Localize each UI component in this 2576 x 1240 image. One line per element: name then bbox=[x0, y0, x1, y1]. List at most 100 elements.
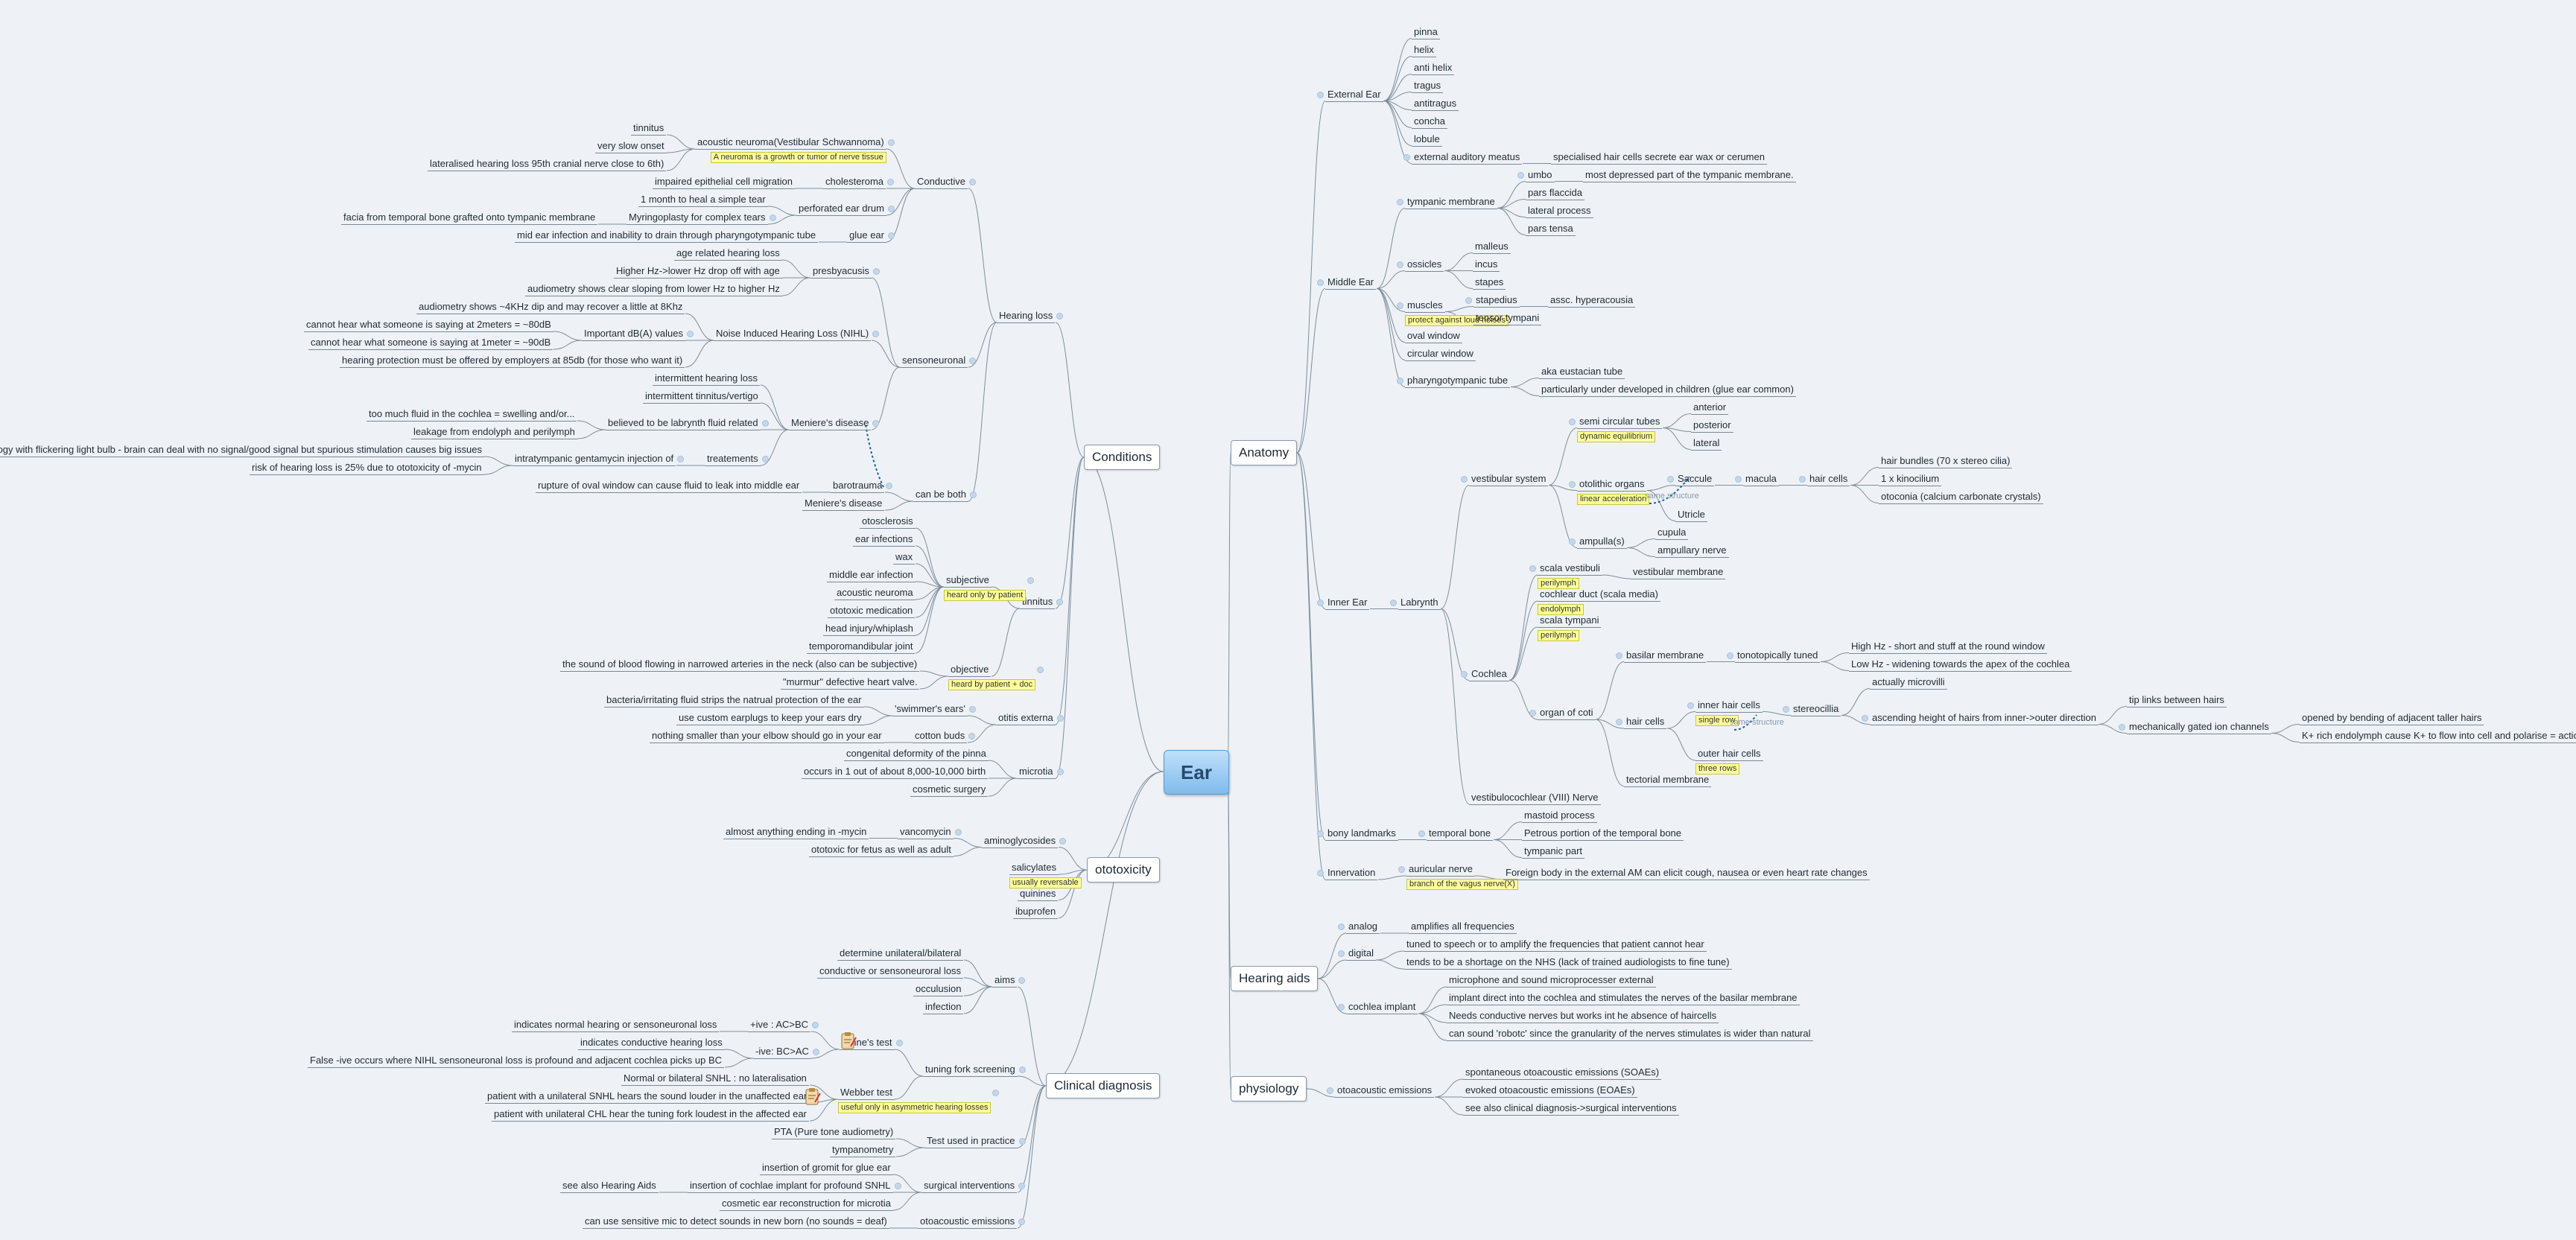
collapse-toggle-icon[interactable] bbox=[1517, 171, 1524, 179]
topic-aims[interactable]: aims bbox=[992, 973, 1026, 988]
collapse-toggle-icon[interactable] bbox=[1783, 705, 1789, 713]
topic-the-sound-of-blood-flowing-in-narrowed-a[interactable]: the sound of blood flowing in narrowed a… bbox=[560, 658, 920, 672]
collapse-toggle-icon[interactable] bbox=[1397, 261, 1403, 268]
main-topic-ototoxicity[interactable]: ototoxicity bbox=[1087, 857, 1160, 883]
topic-malleus[interactable]: malleus bbox=[1473, 240, 1511, 254]
topic-analog[interactable]: analog bbox=[1338, 920, 1380, 934]
topic-wax[interactable]: wax bbox=[893, 550, 916, 565]
topic-audiometry-shows-4khz-dip-and-may-recove[interactable]: audiometry shows ~4KHz dip and may recov… bbox=[416, 300, 685, 314]
topic-circular-window[interactable]: circular window bbox=[1405, 347, 1476, 361]
topic-age-related-hearing-loss[interactable]: age related hearing loss bbox=[674, 247, 782, 261]
collapse-toggle-icon[interactable] bbox=[769, 214, 776, 221]
topic-cupula[interactable]: cupula bbox=[1655, 526, 1689, 540]
topic-indicates-normal-hearing-or-sensoneurona[interactable]: indicates normal hearing or sensoneurona… bbox=[512, 1018, 720, 1032]
topic-can-sound-robotc-since-the-granularity-o[interactable]: can sound 'robotc' since the granularity… bbox=[1447, 1027, 1813, 1041]
topic-tensor-tympani[interactable]: tensor tympani bbox=[1473, 311, 1542, 325]
collapse-toggle-icon[interactable] bbox=[969, 179, 977, 185]
topic-cosmetic-ear-reconstruction-for-microtia[interactable]: cosmetic ear reconstruction for microtia bbox=[720, 1197, 893, 1211]
topic-facia-from-temporal-bone-grafted-onto-ty[interactable]: facia from temporal bone grafted onto ty… bbox=[341, 211, 598, 225]
topic-see-also-clinical-diagnosis-surgical-int[interactable]: see also clinical diagnosis->surgical in… bbox=[1463, 1101, 1679, 1116]
topic-determine-unilateral-bilateral[interactable]: determine unilateral/bilateral bbox=[837, 947, 964, 961]
collapse-toggle-icon[interactable] bbox=[1056, 715, 1064, 722]
topic-see-also-hearing-aids[interactable]: see also Hearing Aids bbox=[560, 1179, 659, 1193]
topic-umbo[interactable]: umbo bbox=[1517, 168, 1555, 182]
topic-cochlea[interactable]: Cochlea bbox=[1461, 667, 1509, 681]
topic-stereocillia[interactable]: stereocillia bbox=[1783, 702, 1841, 716]
collapse-toggle-icon[interactable] bbox=[1397, 377, 1403, 384]
topic-vestibulocochlear-viii-nerve[interactable]: vestibulocochlear (VIII) Nerve bbox=[1469, 791, 1601, 805]
collapse-toggle-icon[interactable] bbox=[1317, 599, 1324, 606]
topic-lateralised-hearing-loss-95th-cranial-ne[interactable]: lateralised hearing loss 95th cranial ne… bbox=[428, 157, 667, 171]
collapse-toggle-icon[interactable] bbox=[1529, 710, 1536, 716]
topic-rupture-of-oval-window-can-cause-fluid-t[interactable]: rupture of oval window can cause fluid t… bbox=[536, 479, 802, 493]
topic-concha[interactable]: concha bbox=[1412, 115, 1447, 129]
topic-stapes[interactable]: stapes bbox=[1473, 276, 1506, 290]
topic-cannot-hear-what-someone-is-saying-at-1m[interactable]: cannot hear what someone is saying at 1m… bbox=[308, 336, 553, 350]
topic-helix[interactable]: helix bbox=[1412, 43, 1436, 57]
collapse-toggle-icon[interactable] bbox=[1727, 652, 1733, 659]
topic-cochlea-implant[interactable]: cochlea implant bbox=[1338, 1000, 1418, 1014]
topic-k-rich-endolymph-cause-k-to-flow-into-ce[interactable]: K+ rich endolymph cause K+ to flow into … bbox=[2300, 729, 2576, 743]
topic-hearing-loss[interactable]: Hearing loss bbox=[997, 309, 1064, 323]
topic-ampullary-nerve[interactable]: ampullary nerve bbox=[1655, 544, 1729, 558]
topic-tuning-fork-screening[interactable]: tuning fork screening bbox=[923, 1063, 1026, 1077]
collapse-toggle-icon[interactable] bbox=[872, 420, 880, 427]
topic-leakage-from-endolyph-and-perilymph[interactable]: leakage from endolyph and perilymph bbox=[411, 425, 577, 439]
collapse-toggle-icon[interactable] bbox=[1018, 1218, 1026, 1225]
collapse-toggle-icon[interactable] bbox=[1317, 870, 1324, 877]
topic-infection[interactable]: infection bbox=[923, 1000, 964, 1014]
collapse-toggle-icon[interactable] bbox=[1056, 769, 1064, 775]
topic-impaired-epithelial-cell-migration[interactable]: impaired epithelial cell migration bbox=[653, 175, 795, 189]
collapse-toggle-icon[interactable] bbox=[1418, 830, 1425, 837]
topic-otitis-externa[interactable]: otitis externa bbox=[996, 711, 1064, 725]
collapse-toggle-icon[interactable] bbox=[1018, 1066, 1026, 1073]
collapse-toggle-icon[interactable] bbox=[872, 331, 880, 337]
topic-foreign-body-in-the-external-am-can-elic[interactable]: Foreign body in the external AM can elic… bbox=[1503, 866, 1870, 880]
topic-external-auditory-meatus[interactable]: external auditory meatus bbox=[1403, 150, 1523, 165]
topic-high-hz-short-and-stuff-at-the-round-win[interactable]: High Hz - short and stuff at the round w… bbox=[1849, 640, 2047, 654]
topic-otoacoustic-emissions[interactable]: otoacoustic emissions bbox=[1327, 1084, 1435, 1098]
collapse-toggle-icon[interactable] bbox=[1018, 1138, 1026, 1145]
topic-pharyngotympanic-tube[interactable]: pharyngotympanic tube bbox=[1397, 374, 1511, 388]
topic-pta-pure-tone-audiometry[interactable]: PTA (Pure tone audiometry) bbox=[772, 1125, 896, 1139]
collapse-toggle-icon[interactable] bbox=[1056, 599, 1064, 605]
root-topic-ear[interactable]: Ear bbox=[1164, 750, 1229, 795]
collapse-toggle-icon[interactable] bbox=[886, 483, 893, 489]
topic-lateral-process[interactable]: lateral process bbox=[1526, 204, 1593, 218]
topic-tympanic-part[interactable]: tympanic part bbox=[1522, 845, 1585, 859]
topic-pars-tensa[interactable]: pars tensa bbox=[1526, 222, 1576, 236]
main-topic-physiology[interactable]: physiology bbox=[1231, 1076, 1307, 1101]
topic-barotrauma[interactable]: barotrauma bbox=[831, 479, 893, 493]
topic-inner-ear[interactable]: Inner Ear bbox=[1317, 596, 1370, 610]
topic-congenital-deformity-of-the-pinna[interactable]: congenital deformity of the pinna bbox=[844, 747, 989, 761]
topic-evoked-otoacoustic-emissions-eoaes[interactable]: evoked otoacoustic emissions (EOAEs) bbox=[1463, 1084, 1637, 1098]
collapse-toggle-icon[interactable] bbox=[1735, 475, 1742, 483]
collapse-toggle-icon[interactable] bbox=[1317, 830, 1324, 837]
collapse-toggle-icon[interactable] bbox=[872, 268, 880, 275]
topic-labrynth[interactable]: Labrynth bbox=[1390, 596, 1441, 610]
collapse-toggle-icon[interactable] bbox=[968, 733, 976, 740]
topic-1-month-to-heal-a-simple-tear[interactable]: 1 month to heal a simple tear bbox=[638, 193, 768, 207]
topic-ossicles[interactable]: ossicles bbox=[1397, 258, 1444, 272]
topic-digital[interactable]: digital bbox=[1338, 947, 1376, 961]
topic-1-x-kinocilium[interactable]: 1 x kinocilium bbox=[1879, 472, 1942, 486]
topic-acoustic-neuroma-vestibular-schwannoma[interactable]: acoustic neuroma(Vestibular Schwannoma)A… bbox=[695, 136, 895, 163]
topic-saccule[interactable]: Saccule bbox=[1667, 472, 1715, 486]
collapse-toggle-icon[interactable] bbox=[1862, 714, 1868, 722]
topic-intermittent-tinnitus-vertigo[interactable]: intermittent tinnitus/vertigo bbox=[643, 390, 761, 404]
collapse-toggle-icon[interactable] bbox=[968, 706, 976, 713]
topic-vancomycin[interactable]: vancomycin bbox=[898, 825, 962, 839]
topic-can-use-sensitive-mic-to-detect-sounds-i[interactable]: can use sensitive mic to detect sounds i… bbox=[583, 1215, 889, 1229]
collapse-toggle-icon[interactable] bbox=[1616, 652, 1622, 659]
topic-middle-ear-infection[interactable]: middle ear infection bbox=[827, 568, 916, 582]
topic-basilar-membrane[interactable]: basilar membrane bbox=[1616, 649, 1707, 663]
topic-treatements[interactable]: treatements bbox=[705, 452, 769, 466]
topic-particularly-under-developed-in-children[interactable]: particularly under developed in children… bbox=[1539, 383, 1796, 397]
topic-higher-hz-lower-hz-drop-off-with-age[interactable]: Higher Hz->lower Hz drop off with age bbox=[614, 264, 782, 279]
topic-bacteria-irritating-fluid-strips-the-nat[interactable]: bacteria/irritating fluid strips the nat… bbox=[604, 693, 864, 708]
collapse-toggle-icon[interactable] bbox=[1059, 837, 1067, 845]
